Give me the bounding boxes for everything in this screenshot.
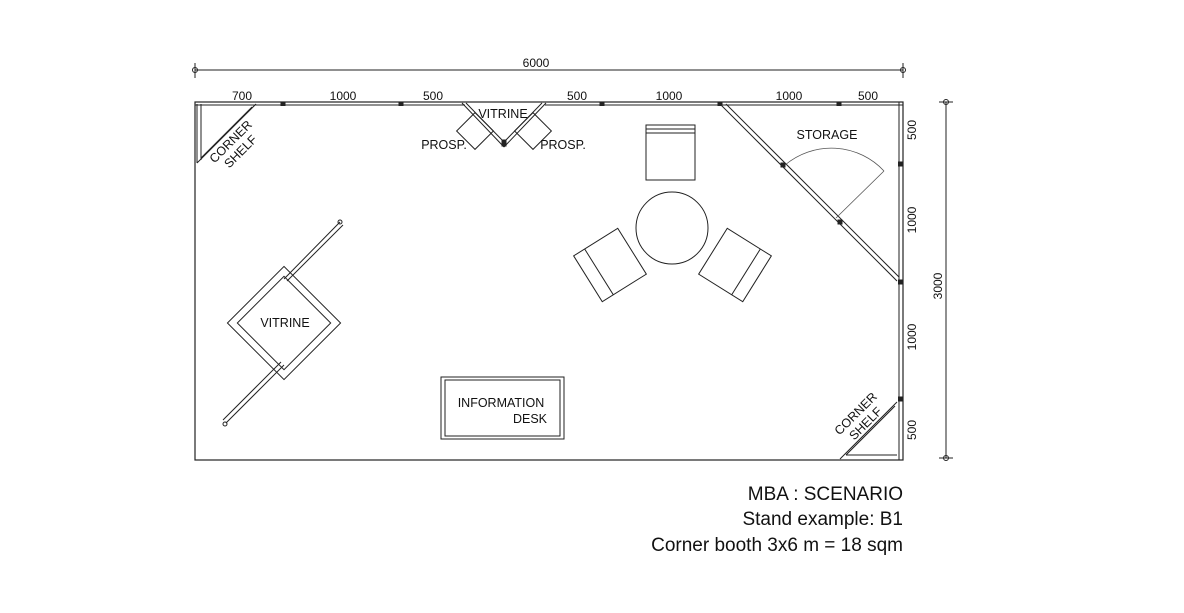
- info-desk-label: INFORMATION: [458, 396, 545, 410]
- caption-line: MBA : SCENARIO: [747, 484, 903, 505]
- dim-right-total: 3000: [931, 272, 945, 299]
- right-total-dimension-line: [939, 99, 953, 461]
- dim-top-segment: 500: [567, 89, 587, 103]
- corner-shelf-top: [196, 103, 257, 164]
- round-table: [635, 191, 709, 265]
- chair-left: [572, 227, 648, 303]
- dim-right-segment: 500: [905, 120, 919, 140]
- information-desk: [440, 376, 565, 440]
- dim-right-segment: 1000: [905, 206, 919, 233]
- storage-door-swing: [784, 147, 885, 219]
- vitrine-left-shape: [222, 219, 344, 427]
- dim-top-segment: 1000: [330, 89, 357, 103]
- chair-right: [697, 227, 773, 303]
- prosp-right-stand: [513, 111, 553, 151]
- element-labels: CORNER SHELF VITRINE PROSP. PROSP. STORA…: [207, 107, 885, 443]
- dim-top-total: 6000: [523, 56, 550, 70]
- caption-line: Stand example: B1: [742, 509, 903, 530]
- prosp-left-stand: [455, 111, 495, 151]
- info-desk-label: DESK: [513, 412, 548, 426]
- dim-top-segment: 1000: [656, 89, 683, 103]
- dim-top-segment: 500: [423, 89, 443, 103]
- top-wall: [195, 102, 903, 106]
- right-wall: [898, 102, 903, 460]
- dim-top-segment: 500: [858, 89, 878, 103]
- prosp-right-label: PROSP.: [540, 138, 586, 152]
- right-dimension-labels: 3000 500 1000 1000 500: [905, 120, 945, 440]
- dim-top-segment: 700: [232, 89, 252, 103]
- dim-right-segment: 1000: [905, 323, 919, 350]
- vitrine-top-label: VITRINE: [478, 107, 527, 121]
- booth-outline: [194, 101, 904, 461]
- chair-top: [645, 124, 696, 181]
- corner-shelf-bottom: [839, 401, 898, 460]
- top-dimension-labels: 6000 700 1000 500 500 1000 1000 500: [232, 56, 878, 103]
- dim-right-segment: 500: [905, 420, 919, 440]
- prosp-left-label: PROSP.: [421, 138, 467, 152]
- top-total-dimension-line: [192, 63, 906, 78]
- dim-top-segment: 1000: [776, 89, 803, 103]
- caption-line: Corner booth 3x6 m = 18 sqm: [651, 535, 903, 556]
- vitrine-left-label: VITRINE: [260, 316, 309, 330]
- storage-label: STORAGE: [797, 128, 858, 142]
